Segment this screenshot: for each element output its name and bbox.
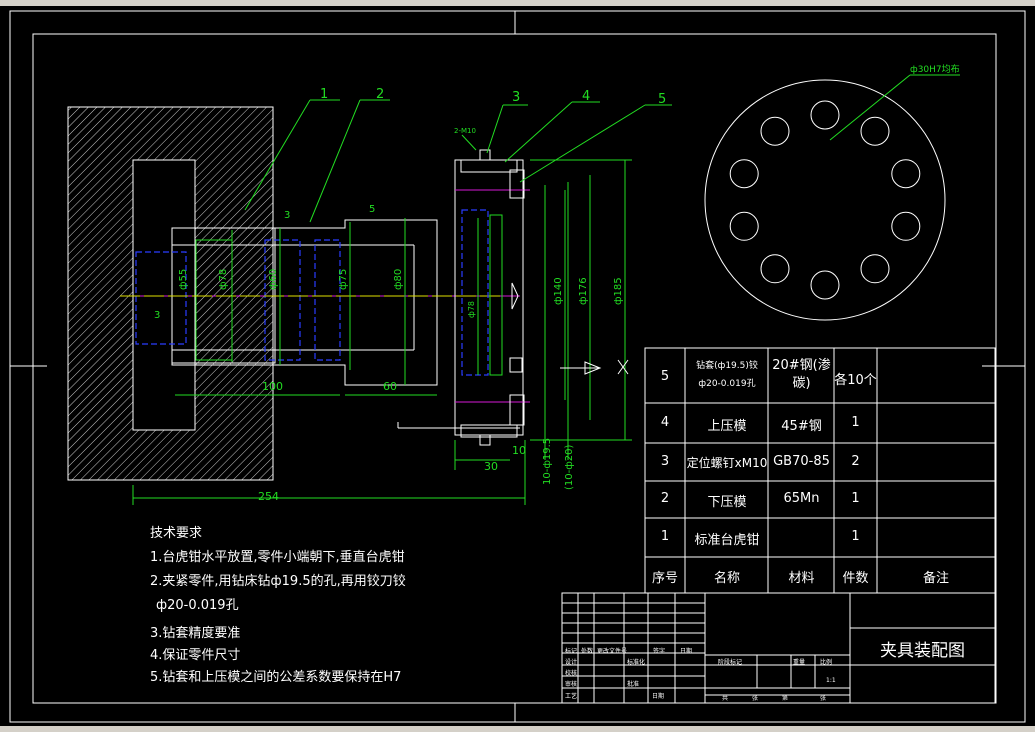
bom-1-qty: 1 xyxy=(851,529,860,544)
dim-d78: ф78 xyxy=(218,269,229,290)
dim-254: 254 xyxy=(258,490,279,503)
plate-hole xyxy=(860,116,890,146)
window-bottom-bar xyxy=(0,726,1035,732)
bom-4-qty: 1 xyxy=(851,415,860,430)
tb-total: 共 xyxy=(722,695,729,702)
window-top-bar xyxy=(0,0,1035,6)
bom-2-material: 65Mn xyxy=(783,491,820,506)
tb-sign: 签字 xyxy=(653,648,666,655)
tech-item-4: 4.保证零件尺寸 xyxy=(150,648,241,663)
vise-body xyxy=(67,106,274,481)
tb-stage: 阶段标记 xyxy=(718,659,743,666)
dim-d55: ф55 xyxy=(178,269,189,290)
upper-die xyxy=(454,149,530,446)
dim-30: 30 xyxy=(484,460,498,473)
dim-10-d19-5: 10-ф19.5 xyxy=(542,438,553,485)
tb-process: 工艺 xyxy=(565,693,578,700)
label-1: 1 xyxy=(320,87,328,102)
plate-hole xyxy=(729,211,759,241)
hole-note: ф30H7均布 xyxy=(910,63,960,75)
dim-d176: ф176 xyxy=(578,277,589,305)
bom-3-material: GB70-85 xyxy=(773,454,830,469)
bom-2-no: 2 xyxy=(660,491,670,506)
label-2: 2 xyxy=(376,87,384,102)
bom-header-no: 序号 xyxy=(651,571,678,586)
plate-hole xyxy=(729,159,759,189)
dim-d75: ф75 xyxy=(338,269,349,290)
tb-standard: 标准化 xyxy=(627,659,646,666)
dim-3-left: 3 xyxy=(154,310,160,321)
bom-header-name: 名称 xyxy=(713,571,740,586)
tb-design: 设计 xyxy=(565,659,578,666)
plate-hole xyxy=(810,270,840,300)
tech-item-5: 5.钻套和上压模之间的公差系数要保持在H7 xyxy=(150,670,402,685)
bom-3-no: 3 xyxy=(660,454,670,469)
bom-1-no: 1 xyxy=(660,529,670,544)
bom-4-no: 4 xyxy=(660,415,670,430)
bom-4-material: 45#钢 xyxy=(781,419,822,434)
tb-approve: 批准 xyxy=(627,681,640,688)
plate-hole xyxy=(891,159,921,189)
dim-d60: ф60 xyxy=(268,269,279,290)
bom-5-name: 钻套(ф19.5)铰ф20-0.019孔 xyxy=(696,361,758,389)
dim-60: 60 xyxy=(383,380,397,393)
plate-hole xyxy=(760,254,790,284)
bom-header-note: 备注 xyxy=(922,571,949,586)
plate-hole xyxy=(860,254,890,284)
dim-d80: ф80 xyxy=(393,269,404,290)
dim-10-d20: (10-ф20) xyxy=(564,444,575,490)
bom-header-qty: 件数 xyxy=(842,571,869,586)
label-5: 5 xyxy=(658,92,666,107)
tech-item-1: 1.台虎钳水平放置,零件小端朝下,垂直台虎钳 xyxy=(150,550,405,565)
bom-3-name: 定位螺钉xM10 xyxy=(686,456,768,470)
label-4: 4 xyxy=(582,89,590,104)
plate-hole xyxy=(891,211,921,241)
tb-scale-label: 比例 xyxy=(820,659,833,666)
dimensions xyxy=(132,159,632,505)
dim-3-top: 3 xyxy=(284,210,290,221)
bom-1-name: 标准台虎钳 xyxy=(694,533,760,548)
tb-count: 处数 xyxy=(581,648,594,655)
tech-item-2: 2.夹紧零件,用钻床钻ф19.5的孔,再用铰刀铰 xyxy=(150,574,406,589)
tb-review: 审核 xyxy=(565,681,578,688)
plate-top-view: ф30H7均布 xyxy=(704,63,960,321)
lower-die xyxy=(135,219,438,386)
dim-d185: ф185 xyxy=(613,277,624,305)
tb-sheet1: 张 xyxy=(752,695,759,702)
leaders xyxy=(244,99,672,223)
note-2-m10: 2-M10 xyxy=(454,127,476,135)
dim-100: 100 xyxy=(262,380,283,393)
drawing-title: 夹具装配图 xyxy=(880,641,965,661)
dim-10: 10 xyxy=(512,444,526,457)
title-block-grid xyxy=(561,592,996,704)
tb-sheet2: 张 xyxy=(820,695,827,702)
bom-2-qty: 1 xyxy=(851,491,860,506)
tb-mark: 标记 xyxy=(565,648,578,655)
tech-item-3: 3.钻套精度要准 xyxy=(150,626,241,641)
bom-2-name: 下压模 xyxy=(707,495,747,510)
bom-header-material: 材料 xyxy=(788,571,815,586)
tb-change-doc: 更改文件号 xyxy=(597,648,628,655)
tb-date: 日期 xyxy=(680,648,693,655)
dim-d140: ф140 xyxy=(553,277,564,305)
bom-5-qty: 各10个 xyxy=(834,373,877,388)
label-3: 3 xyxy=(512,90,520,105)
dim-d78b: ф78 xyxy=(467,301,476,318)
bom-5-no: 5 xyxy=(660,369,670,384)
tb-weight: 重量 xyxy=(793,659,806,666)
tech-heading: 技术要求 xyxy=(150,526,203,541)
tb-no: 第 xyxy=(782,695,789,702)
bom-3-qty: 2 xyxy=(851,454,860,469)
tb-date2: 日期 xyxy=(652,693,665,700)
plate-hole xyxy=(760,116,790,146)
dim-5: 5 xyxy=(369,204,375,215)
tb-check: 校核 xyxy=(565,670,578,677)
tech-item-2b: ф20-0.019孔 xyxy=(156,598,239,613)
tb-scale-value: 1:1 xyxy=(826,677,836,684)
bom-5-material: 20#钢(渗碳) xyxy=(772,358,831,391)
bom-4-name: 上压模 xyxy=(707,419,747,434)
plate-hole xyxy=(810,100,840,130)
